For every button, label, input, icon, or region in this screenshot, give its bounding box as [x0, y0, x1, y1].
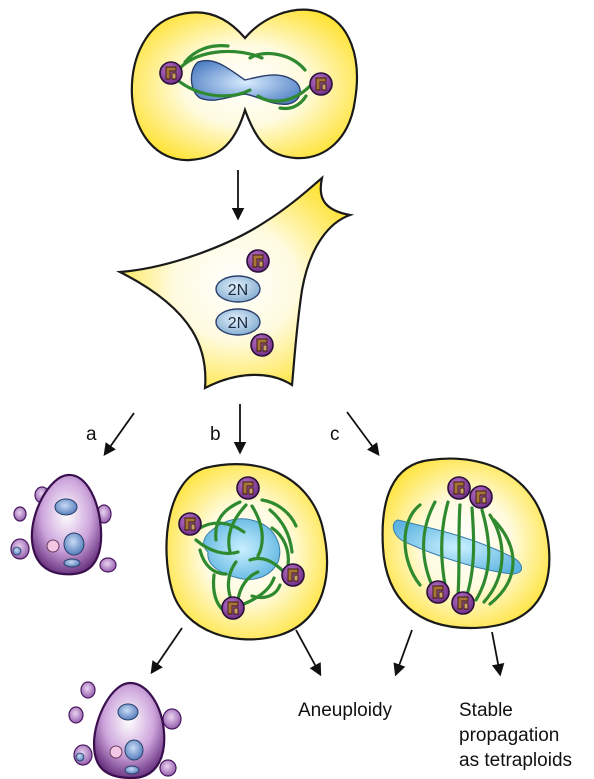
centrosome-icon [470, 486, 492, 508]
arrow-aneuploidy-icon [296, 630, 320, 674]
outcome-aneuploidy: Aneuploidy [298, 700, 393, 721]
arrow-aneuploidy-icon [396, 630, 412, 674]
centrosome-icon [282, 564, 304, 586]
arrow-c-icon [347, 412, 378, 454]
apoptotic-cell-a [11, 475, 116, 574]
multipolar-mitosis-cell [166, 464, 327, 639]
centrosome-icon [160, 62, 182, 84]
pathway-label-a: a [86, 424, 97, 445]
centrosome-icon [452, 592, 474, 614]
arrow-apoptosis-icon [152, 628, 182, 672]
centrosome-icon [247, 250, 269, 272]
centrosome-icon [310, 73, 332, 95]
pathway-label-b: b [210, 424, 221, 445]
apoptotic-cell-b [69, 682, 181, 778]
centrosome-icon [427, 581, 449, 603]
centrosome-icon [222, 597, 244, 619]
arrow-stable-icon [492, 632, 500, 674]
pathway-label-c: c [330, 424, 340, 445]
bipolar-mitosis-cell [383, 459, 550, 628]
dividing-cell [132, 10, 357, 160]
tetraploid-cell: 2N 2N [120, 178, 350, 388]
centrosome-icon [251, 334, 273, 356]
arrow-a-icon [105, 413, 134, 454]
nucleus-label: 2N [228, 282, 248, 299]
outcome-stable-line2: propagation [459, 725, 559, 746]
outcome-stable-line1: Stable [459, 700, 513, 721]
nucleus-label: 2N [228, 315, 248, 332]
centrosome-icon [448, 477, 470, 499]
centrosome-icon [179, 513, 201, 535]
centrosome-icon [237, 477, 259, 499]
outcome-stable-line3: as tetraploids [459, 750, 572, 771]
